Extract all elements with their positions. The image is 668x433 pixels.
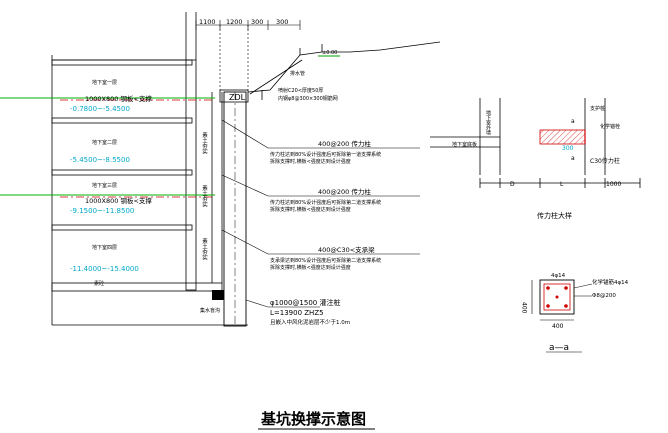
detail-c30-label: C30传力柱 [590,157,620,165]
section-chem: 化学锚筋4φ14 [592,278,629,286]
floor-4-name: 地下室四层 [92,244,117,251]
note3-l2: 拆除支撑时,横板<强度达到设计强度 [270,264,351,271]
backfill-3: 素土夯实 [201,237,208,262]
detail-dim-d: D [510,181,515,188]
detail-dim-300: 300 [562,145,574,152]
floor-3-name: 地下室三层 [92,182,117,189]
note3-l1: 支承梁达到80%设计强度后可拆除第二道支撑系统 [270,257,381,264]
top-dimension-line [195,20,301,90]
detail-dim-1000: 1000 [606,181,621,188]
struts [0,97,215,198]
crown-spec-2: 内钢φ8@300×300钢筋网 [278,95,338,102]
pile-spec-3: 且嵌入中风化泥岩层不少于1.0m [270,318,350,326]
backfill-2: 素土夯实 [201,184,208,209]
note2-l1: 传力柱达到80%设计强度后可拆除第二道支撑系统 [270,199,381,206]
basement-structure [51,12,248,326]
section-a-a [531,279,593,321]
pile-spec-1: φ1000@1500 灌注桩 [270,298,340,307]
floor-4-elev: -11.4000~-15.4000 [70,265,139,273]
dim-1200: 1200 [226,18,243,26]
drawing-title: 基坑换撑示意图 [260,410,366,428]
section-caption: a—a [549,343,569,353]
note2-title: 400@200 传力柱 [318,187,371,196]
drain-pipe-label: 排水管 [290,70,305,77]
dim-1100: 1100 [199,18,216,26]
note2-l2: 拆除支撑时,横板<强度达到设计强度 [270,206,351,213]
detail-slab-label: 地下室底板 [452,141,477,148]
detail-caption: 传力柱大样 [537,211,572,220]
ground-line [52,41,441,61]
detail-a-top: a [571,118,575,125]
zdl-label: ZDL [229,93,246,102]
section-rebar: 4φ14 [551,273,566,279]
detail-wall-label: 地下室外墙 [485,109,491,136]
detail-dim-l: L [560,181,564,188]
dim-300a: 300 [251,18,263,26]
ws-label: WS [213,293,221,299]
floor-1-elev: -0.7800~-5.4500 [70,105,130,113]
crown-spec-1: 喷射C20<厚度50厚 [278,87,323,94]
base-label: 素砼 [94,280,104,287]
detail-support-label: 支护桩 [590,105,605,112]
floor-3-elev: -9.1500~-11.8500 [70,207,134,215]
crown-beam-slope [219,44,350,103]
detail-a-bottom: a [571,155,575,162]
floor-2-elev: -5.4500~-8.5500 [70,156,130,164]
note1-title: 400@200 传力柱 [318,139,371,148]
note1-l2: 拆除支撑时,横板<强度达到设计强度 [270,158,351,165]
water-level-text: ±0.00 [322,50,337,56]
floor-2-name: 地下室二层 [92,139,117,146]
water-level-symbol: ±0.00 [318,50,340,57]
dim-300b: 300 [276,18,288,26]
leader-lines [221,119,420,308]
backfill-labels: 素土夯实 素土夯实 素土夯实 [201,131,208,262]
section-stirrup: Φ8@200 [592,293,616,299]
transfer-column [539,129,586,145]
note1-l1: 传力柱达到80%设计强度后可拆除第一道支撑系统 [270,151,381,158]
blind-drain-label: 集水盲沟 [200,307,220,314]
section-width: 400 [552,323,564,330]
floor-1-name: 地下室一层 [92,79,117,86]
section-height: 400 [521,302,528,314]
backfill-1: 素土夯实 [201,131,208,156]
floor-3-strut: 1000X800 钢板<支撑 [85,196,152,205]
note3-title: 400@C30<支承梁 [318,245,375,254]
floor-1-strut: 1000X800 钢板<支撑 [85,94,152,103]
pile-spec-2: L=13900 ZHZ5 [270,309,324,317]
bored-pile [212,91,247,327]
detail-chem-label: 化学锚栓 [600,123,620,130]
